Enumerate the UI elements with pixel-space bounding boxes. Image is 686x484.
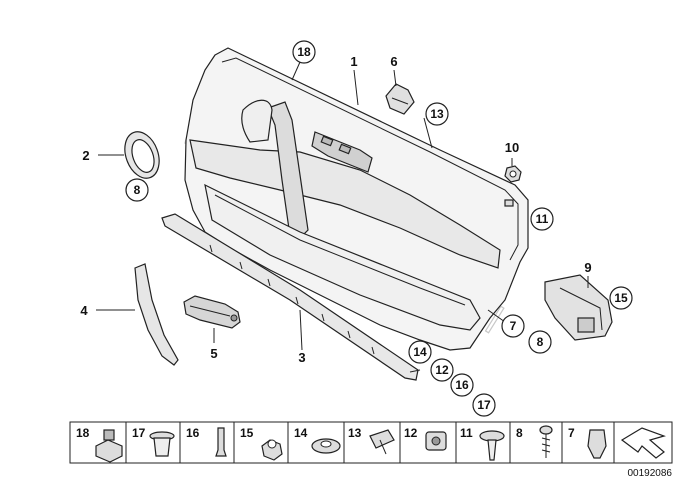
svg-text:8: 8 xyxy=(134,183,141,197)
callout-4: 4 xyxy=(80,303,88,318)
svg-text:15: 15 xyxy=(614,291,628,305)
parts-strip: 18 17 16 15 14 13 xyxy=(69,421,673,464)
svg-text:14: 14 xyxy=(413,345,427,359)
callout-11: 11 xyxy=(530,207,554,231)
strip-label-12: 12 xyxy=(404,426,418,440)
callout-6: 6 xyxy=(390,54,397,69)
leader-lines xyxy=(96,61,589,373)
callout-12: 12 xyxy=(430,358,454,382)
strip-part-16 xyxy=(215,427,227,457)
callout-8-bottom: 8 xyxy=(528,330,552,354)
callout-9: 9 xyxy=(584,260,591,275)
callout-18: 18 xyxy=(292,40,316,64)
callout-5: 5 xyxy=(210,346,217,361)
callout-14: 14 xyxy=(408,340,432,364)
strip-label-11: 11 xyxy=(460,426,473,440)
svg-text:16: 16 xyxy=(455,378,469,392)
svg-text:13: 13 xyxy=(430,107,444,121)
part-2-speaker-ring xyxy=(124,131,160,179)
strip-part-8 xyxy=(539,425,553,458)
callout-10: 10 xyxy=(505,140,519,155)
callout-3: 3 xyxy=(298,350,305,365)
callout-17: 17 xyxy=(472,393,496,417)
door-trim-panel xyxy=(184,47,529,351)
svg-text:17: 17 xyxy=(477,398,491,412)
strip-part-18 xyxy=(95,429,123,463)
callout-7: 7 xyxy=(501,314,525,338)
strip-part-15 xyxy=(261,439,283,461)
callout-2: 2 xyxy=(82,148,89,163)
svg-text:8: 8 xyxy=(537,335,544,349)
strip-part-14 xyxy=(311,438,341,454)
part-5-handle-insert xyxy=(183,295,241,329)
callout-1: 1 xyxy=(350,54,357,69)
strip-label-16: 16 xyxy=(186,426,200,440)
strip-label-18: 18 xyxy=(76,426,90,440)
strip-label-14: 14 xyxy=(294,426,308,440)
strip-label-15: 15 xyxy=(240,426,254,440)
callout-15: 15 xyxy=(609,286,633,310)
part-6-bracket xyxy=(385,83,415,115)
strip-part-12 xyxy=(425,431,447,451)
part-10-nut xyxy=(504,165,522,183)
strip-part-13 xyxy=(369,429,395,455)
part-3-trim-strip xyxy=(161,213,419,381)
callout-13: 13 xyxy=(425,102,449,126)
strip-part-11 xyxy=(479,430,505,461)
svg-text:11: 11 xyxy=(536,212,549,226)
strip-label-17: 17 xyxy=(132,426,146,440)
part-9-bracket-block xyxy=(544,274,613,341)
svg-text:18: 18 xyxy=(297,45,311,59)
part-4-curved-trim xyxy=(134,263,179,366)
svg-text:12: 12 xyxy=(435,363,449,377)
strip-label-8: 8 xyxy=(516,426,523,440)
strip-label-13: 13 xyxy=(348,426,362,440)
navigation-arrow-icon[interactable] xyxy=(620,427,666,459)
callout-8-top: 8 xyxy=(125,178,149,202)
document-number: 00192086 xyxy=(628,468,673,479)
strip-part-17 xyxy=(149,431,175,457)
callout-16: 16 xyxy=(450,373,474,397)
svg-text:7: 7 xyxy=(510,319,517,333)
strip-label-7: 7 xyxy=(568,426,575,440)
strip-part-7 xyxy=(587,429,607,459)
